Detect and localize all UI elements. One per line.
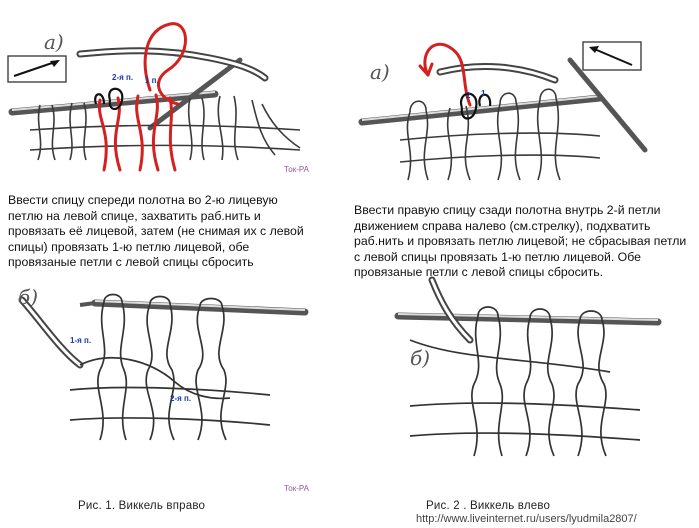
panel-letter-left-top: а) <box>44 30 64 54</box>
left-description-line: провязать её лицевой, затем (не снимая и… <box>8 224 304 238</box>
panel-letter-left-bottom: б) <box>18 285 39 309</box>
right-description-line: раб.нить и провязать петлю лицевой; не с… <box>354 234 687 248</box>
caption-left: Рис. 1. Виккель вправо <box>78 500 206 512</box>
left-needle-right <box>358 94 604 126</box>
watermark-left-top: Ток-РА <box>284 165 310 174</box>
arrow-up-left-icon <box>589 46 633 66</box>
panel-letter-right-bottom: б) <box>410 346 431 370</box>
left-description-line: Ввести спицу спереди полотна во 2-ю лице… <box>8 193 278 207</box>
red-direction-arrow <box>418 42 472 107</box>
watermark-left-bottom: Ток-РА <box>284 484 310 493</box>
fabric-stitches <box>29 95 301 161</box>
left-needle-right-bottom <box>394 312 662 326</box>
left-needle <box>8 90 219 116</box>
left-description-line: петлю на левой спице, захватить раб.нить… <box>8 208 261 223</box>
loop-label-first: 1 п. <box>145 76 159 85</box>
right-description-line: Ввести правую спицу сзади полотна внутрь… <box>354 203 661 217</box>
fabric-stitches-right <box>399 88 601 181</box>
loop-label-second: 2-я п. <box>112 73 134 82</box>
svg-text:2: 2 <box>466 91 471 100</box>
left-description: Ввести спицу спереди полотна во 2-ю лице… <box>8 193 304 271</box>
right-needle <box>147 57 243 131</box>
direction-box <box>7 55 67 83</box>
crossed-stitches <box>69 293 271 441</box>
right-top-stitches-art: 2 1 <box>358 41 648 181</box>
right-bottom-stitches-art <box>394 276 662 457</box>
loop-label-first-bottom: 1-я п. <box>70 336 92 345</box>
left-description-line: спицы) провязать 1-ю петлю лицевой, обе <box>8 239 250 254</box>
panel-letter-right-top: а) <box>370 60 390 84</box>
right-description: Ввести правую спицу сзади полотна внутрь… <box>354 203 686 281</box>
right-description-line: провязаные петли с левой спицы сбросить. <box>354 265 604 279</box>
arrow-up-right-icon <box>13 60 60 77</box>
left-top-stitches-art <box>7 22 301 172</box>
left-bottom-stitches-art <box>18 293 309 441</box>
source-url: http://www.liveinternet.ru/users/lyudmil… <box>416 513 637 525</box>
right-description-line: с левой спицы провязать 1-ю петлю лицево… <box>354 249 641 264</box>
highlight-stitches <box>97 22 187 172</box>
direction-box-right <box>582 41 642 71</box>
svg-text:1: 1 <box>481 89 486 98</box>
right-needle-right <box>567 57 648 153</box>
right-description-line: движением справа налево (см.стрелку), по… <box>354 218 651 233</box>
crossed-stitches-right <box>409 306 641 457</box>
loop-label-second-bottom: 2-я п. <box>170 394 192 403</box>
caption-right: Рис. 2 . Виккель влево <box>426 500 551 512</box>
left-description-line: провязаные петли с левой спицы сбросить <box>8 255 254 269</box>
